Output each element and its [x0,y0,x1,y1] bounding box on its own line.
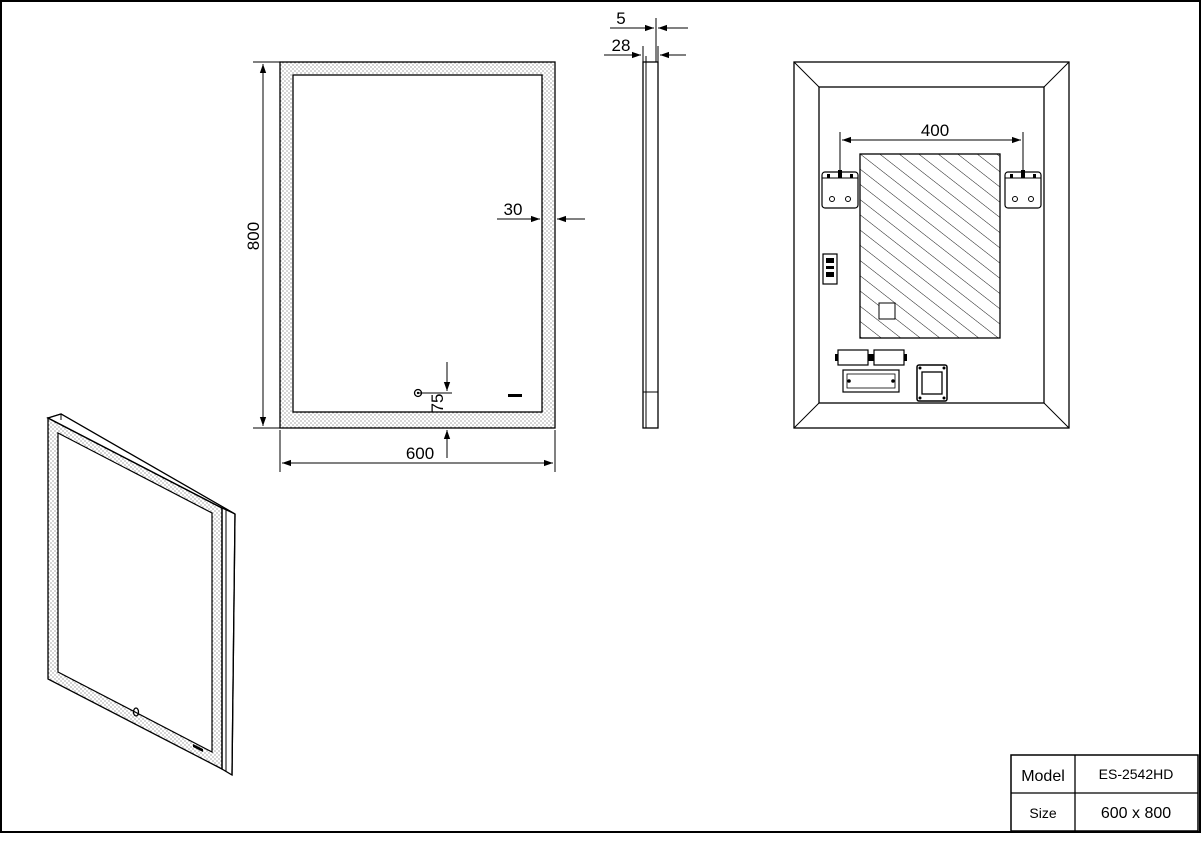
model-label: Model [1021,768,1065,785]
isometric-view [46,413,236,777]
total-depth-dimension-label: 28 [612,36,631,55]
front-view: 800 600 30 75 [244,61,585,472]
hanging-bracket-right [1004,170,1042,209]
back-view: 400 [793,61,1070,429]
hanging-bracket-left [821,170,859,209]
heating-pad-connector [878,302,896,320]
size-value: 600 x 800 [1101,805,1171,822]
frame-width-dimension-label: 30 [504,200,523,219]
button-offset-dimension-label: 75 [428,394,447,413]
height-dimension-label: 800 [244,222,263,250]
front-mirror-glass [292,74,543,413]
bracket-spacing-dimension-label: 400 [921,121,949,140]
power-supply [842,369,900,393]
junction-box [916,364,948,402]
side-view: 5 28 [604,9,688,429]
size-label: Size [1029,805,1056,821]
title-block: Model ES-2542HD Size 600 x 800 [1010,754,1199,832]
model-value: ES-2542HD [1099,766,1174,782]
glass-thickness-dimension-label: 5 [616,9,625,28]
led-driver-1 [835,349,871,366]
iso-logo-mark [193,744,203,752]
switch-module [822,253,838,285]
width-dimension-label: 600 [406,444,434,463]
iso-touch-button-icon [132,707,140,717]
iso-mirror-glass [57,432,213,753]
led-driver-2 [871,349,907,366]
logo-mark [508,394,522,397]
side-profile [642,61,659,429]
